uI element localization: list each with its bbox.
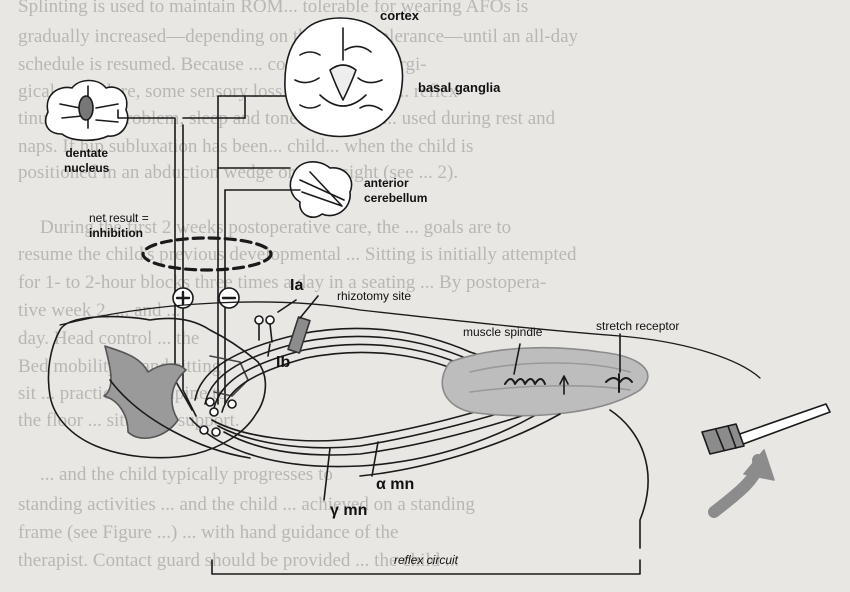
mn-pointers (323, 441, 379, 501)
anterior-cerebellum-label: anterior cerebellum (364, 176, 428, 205)
reflex-hammer-icon (701, 403, 831, 455)
bg-line: therapist. Contact guard should be provi… (18, 550, 460, 571)
bg-line: for 1- to 2-hour blocks three times a da… (18, 272, 547, 293)
muscle-spindle-label: muscle spindle (463, 325, 543, 339)
descending-pathways (117, 95, 301, 417)
ia-ib-fiber-markers (254, 299, 297, 357)
anterior-cerebellum-icon (289, 161, 353, 218)
gamma-mn-label: γ mn (330, 502, 368, 519)
rhizotomy-cut-block (287, 316, 311, 354)
bg-line: tive week 2, ... and ... (18, 300, 181, 321)
stretch-receptor-label: stretch receptor (596, 319, 680, 333)
bg-line: day. Head control ... the (18, 328, 200, 349)
reflex-circuit-bracket (211, 559, 641, 575)
dentate-nucleus-icon (44, 79, 129, 142)
rhizotomy-pointer (299, 295, 319, 319)
efferent-fiber-bundle (109, 379, 561, 468)
bg-line: Splinting is used to maintain ROM... tol… (18, 0, 529, 17)
muscle-spindle-pointer (513, 343, 521, 375)
bg-line: ... and the child typically progresses t… (40, 464, 333, 485)
dentate-nucleus-label: dentate nucleus (64, 146, 110, 175)
inhibition-ellipse (141, 236, 273, 272)
limb-outline (59, 301, 761, 549)
muscle-spindle-coil (504, 378, 546, 385)
cortex-brain-icon (284, 17, 404, 138)
bg-line: frame (see Figure ...) ... with hand gui… (18, 522, 399, 543)
bg-line: standing activities ... and the child ..… (18, 494, 475, 515)
net-result-label: net result = (89, 211, 149, 225)
ia-label: Ia (290, 277, 304, 294)
motion-arrowhead (743, 449, 775, 481)
cortex-label: cortex (380, 8, 420, 23)
bg-line: naps. If hip subluxation has been... chi… (18, 136, 474, 157)
spinal-cord-section (47, 315, 267, 459)
alpha-mn-label: α mn (376, 476, 415, 493)
reflex-circuit-label: reflex circuit (394, 553, 459, 567)
bg-line: During the first 2 weeks postoperative c… (40, 217, 512, 238)
stretch-receptor-icon (605, 373, 633, 393)
bg-line: tinue to be a problem, sleep and tone...… (18, 108, 556, 129)
ib-label: Ib (276, 354, 291, 371)
synapse-nodes (199, 397, 237, 437)
bg-line: resume the child's previous developmenta… (18, 244, 577, 265)
rhizotomy-site-label: rhizotomy site (337, 289, 412, 303)
inhibition-label: inhibition (89, 226, 143, 240)
basal-ganglia-label: basal ganglia (418, 80, 501, 95)
